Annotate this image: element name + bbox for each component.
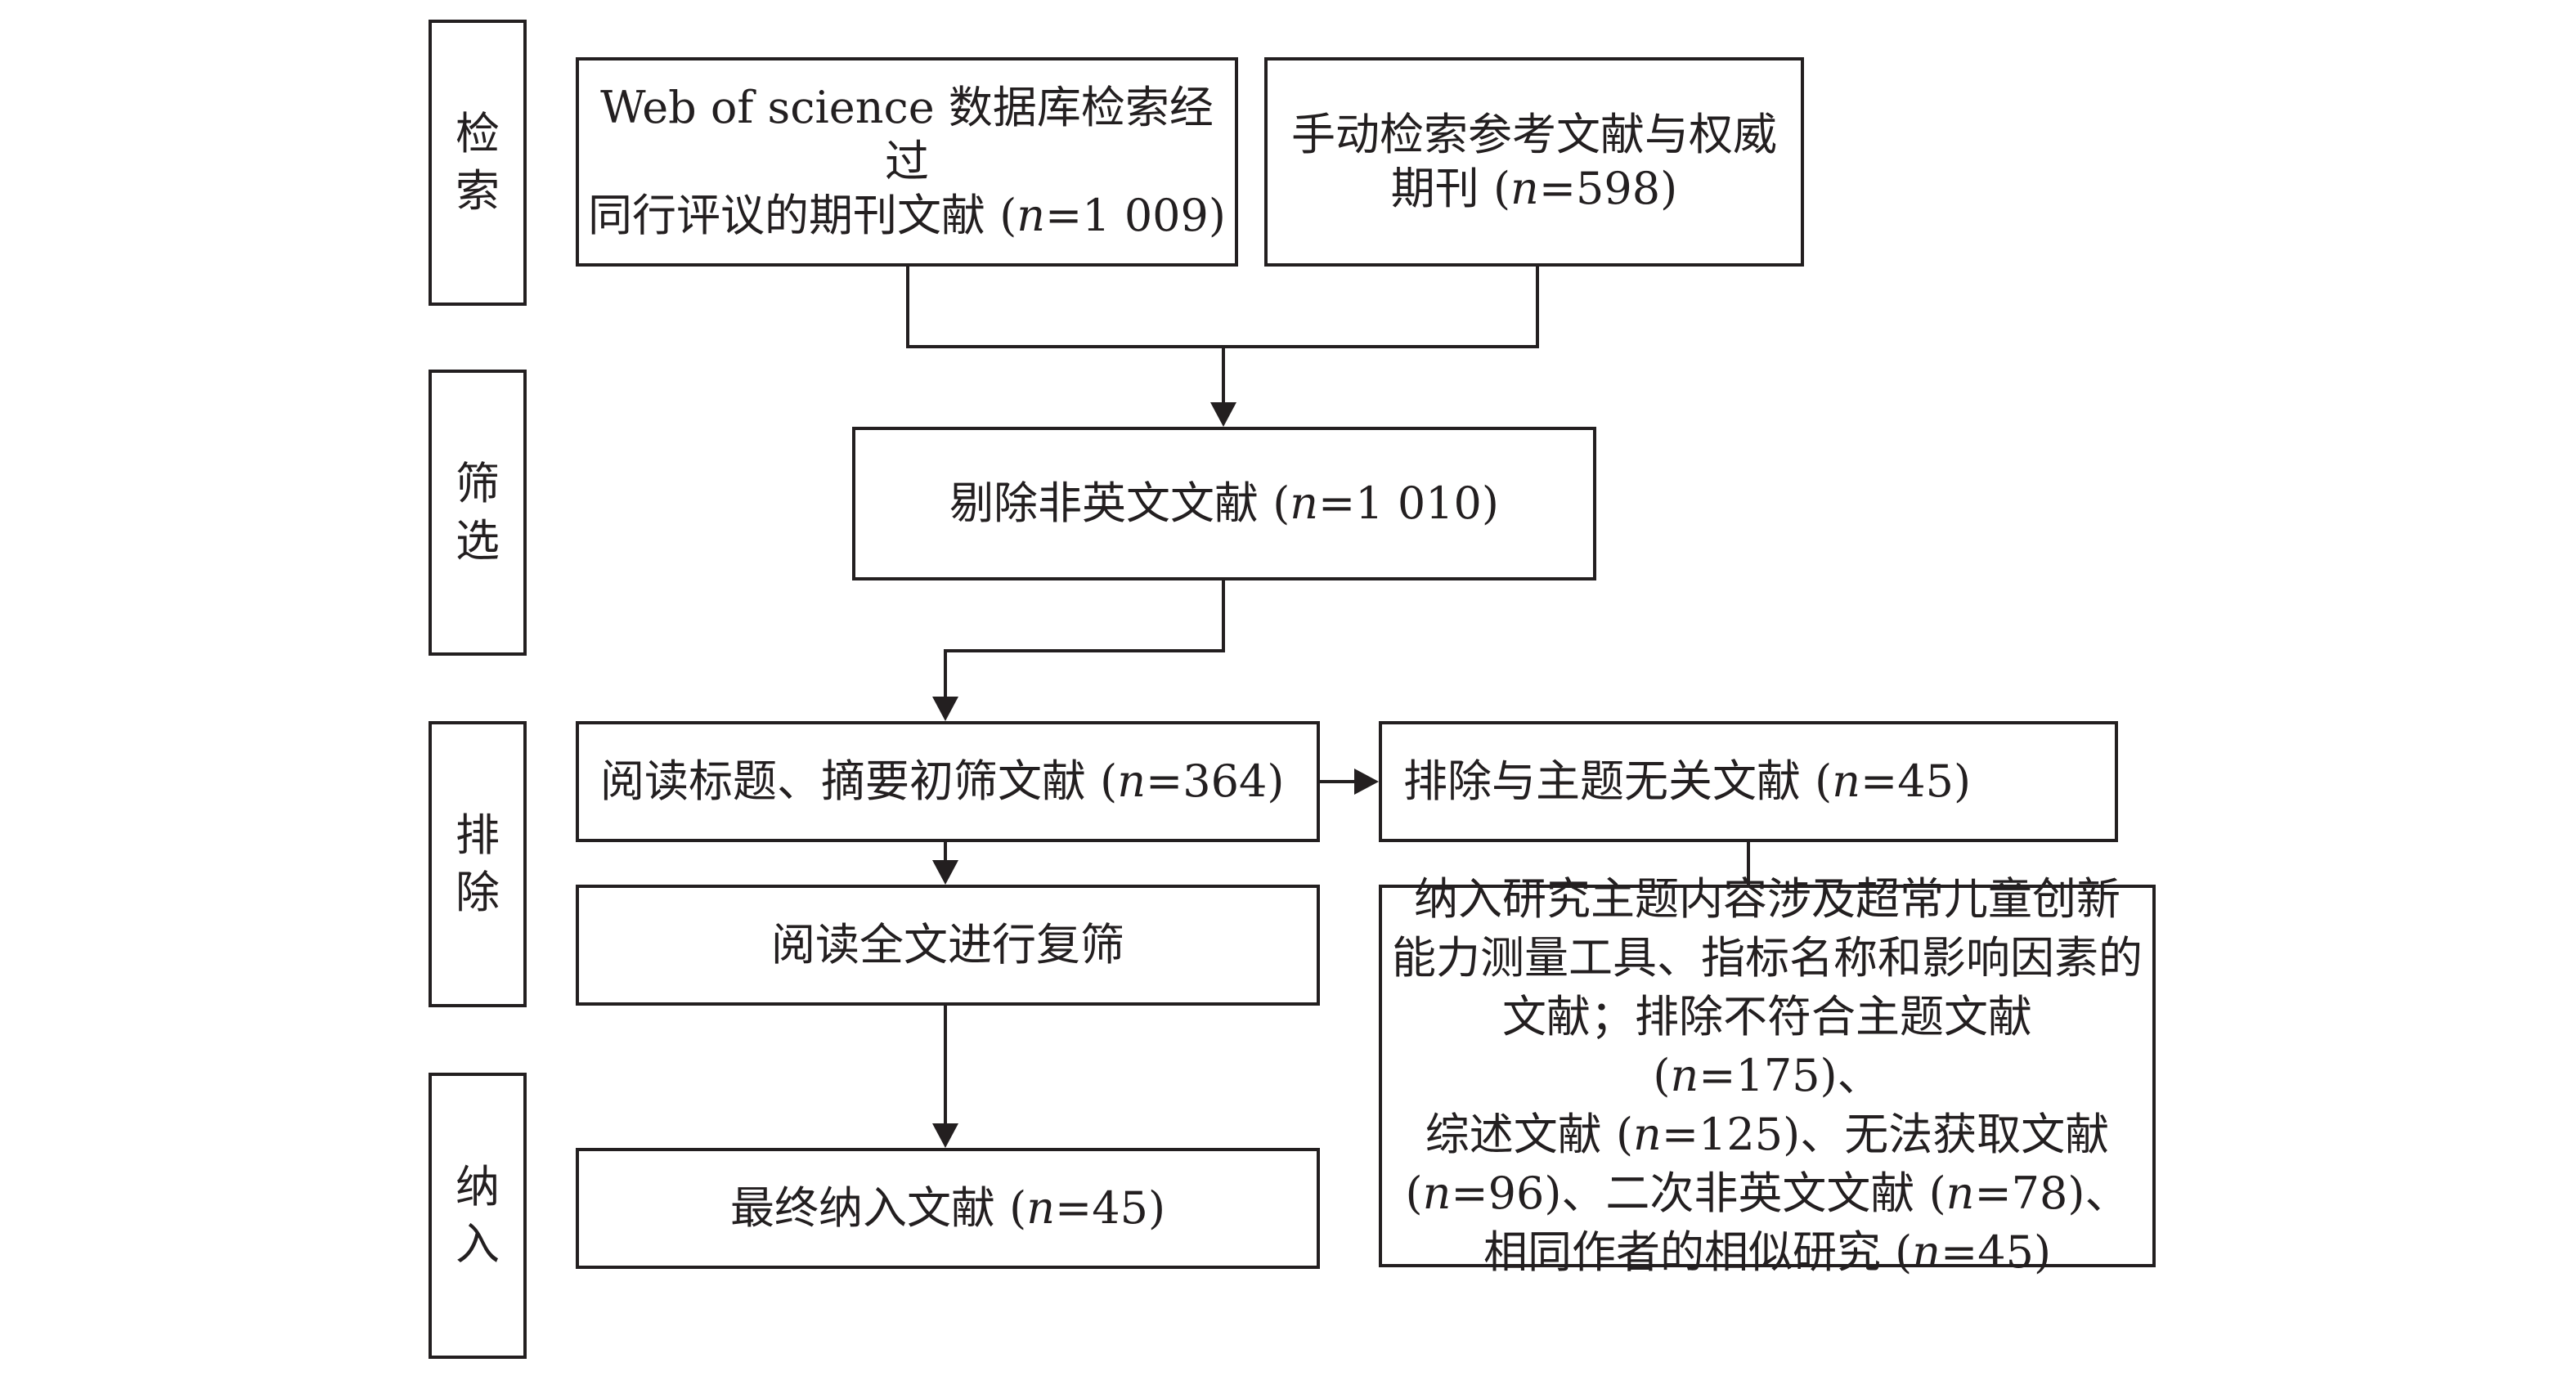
arrowhead-irrelevant bbox=[1354, 769, 1379, 795]
wos-line-1: Web of science 数据库检索经过 bbox=[600, 82, 1214, 187]
non-english-prefix: 剔除非英文文献 ( bbox=[949, 477, 1290, 529]
box-title-abstract-screen: 阅读标题、摘要初筛文献 (n=364) bbox=[576, 721, 1320, 842]
stage-screen-char-2: 选 bbox=[456, 515, 500, 567]
non-english-count: =1 010) bbox=[1318, 477, 1499, 529]
final-n-variable: n bbox=[1026, 1182, 1055, 1234]
stage-screen: 筛 选 bbox=[429, 370, 527, 656]
stage-exclude-char-1: 排 bbox=[456, 809, 500, 861]
criteria-line-5-count: =96)、二次非英文文献 ( bbox=[1451, 1168, 1946, 1219]
box-remove-non-english: 剔除非英文文献 (n=1 010) bbox=[852, 427, 1596, 580]
criteria-line-4-prefix: 综述文献 ( bbox=[1425, 1109, 1634, 1160]
stage-include-char-1: 纳 bbox=[456, 1161, 500, 1212]
arrowhead-fulltext bbox=[932, 860, 958, 885]
criteria-n-variable-3: n bbox=[1422, 1168, 1452, 1219]
title-abstract-count: =364) bbox=[1146, 755, 1285, 807]
fulltext-text: 阅读全文进行复筛 bbox=[771, 919, 1124, 970]
box-exclude-irrelevant: 排除与主题无关文献 (n=45) bbox=[1379, 721, 2118, 842]
box-wos-search: Web of science 数据库检索经过 同行评议的期刊文献 (n=1 00… bbox=[576, 57, 1238, 267]
final-prefix: 最终纳入文献 ( bbox=[729, 1182, 1027, 1234]
stage-exclude: 排 除 bbox=[429, 721, 527, 1007]
irrelevant-count: =45) bbox=[1860, 755, 1972, 807]
box-fulltext-screen: 阅读全文进行复筛 bbox=[576, 885, 1320, 1006]
criteria-line-3-prefix: 文献；排除不符合主题文献 ( bbox=[1502, 991, 2032, 1101]
box-inclusion-criteria: 纳入研究主题内容涉及超常儿童创新 能力测量工具、指标名称和影响因素的 文献；排除… bbox=[1379, 873, 2156, 1278]
stage-include-char-2: 入 bbox=[456, 1218, 500, 1270]
criteria-line-6-count: =45) bbox=[1940, 1226, 2052, 1278]
stage-search: 检 索 bbox=[429, 20, 527, 306]
criteria-line-5-count-2: =78)、 bbox=[1974, 1168, 2129, 1219]
irrelevant-prefix: 排除与主题无关文献 ( bbox=[1403, 755, 1833, 807]
manual-line-2-prefix: 期刊 ( bbox=[1390, 163, 1511, 214]
arrowhead-merge bbox=[1210, 402, 1236, 427]
stage-search-char-2: 索 bbox=[456, 165, 500, 217]
criteria-line-5-prefix: ( bbox=[1405, 1168, 1423, 1219]
final-count: =45) bbox=[1054, 1182, 1166, 1234]
manual-line-1: 手动检索参考文献与权威 bbox=[1291, 109, 1777, 160]
connector-wos-merge bbox=[906, 267, 1539, 348]
criteria-n-variable-5: n bbox=[1912, 1226, 1941, 1278]
irrelevant-n-variable: n bbox=[1832, 755, 1861, 807]
stage-screen-char-1: 筛 bbox=[456, 458, 500, 509]
criteria-n-variable-4: n bbox=[1945, 1168, 1975, 1219]
title-abstract-n-variable: n bbox=[1117, 755, 1147, 807]
arrowhead-final bbox=[932, 1123, 958, 1148]
manual-line-2-count: =598) bbox=[1538, 163, 1678, 214]
stage-search-char-1: 检 bbox=[456, 108, 500, 159]
box-final-included: 最终纳入文献 (n=45) bbox=[576, 1148, 1320, 1269]
connector-nonenglish-to-screen bbox=[944, 580, 1225, 700]
non-english-n-variable: n bbox=[1290, 477, 1319, 529]
criteria-n-variable-2: n bbox=[1633, 1109, 1662, 1160]
criteria-line-1: 纳入研究主题内容涉及超常儿童创新 bbox=[1414, 873, 2120, 925]
wos-n-variable: n bbox=[1016, 190, 1046, 241]
stage-exclude-char-2: 除 bbox=[456, 867, 500, 918]
criteria-line-3-count: =175)、 bbox=[1699, 1050, 1882, 1101]
criteria-line-2: 能力测量工具、指标名称和影响因素的 bbox=[1392, 932, 2143, 984]
criteria-n-variable-1: n bbox=[1670, 1050, 1699, 1101]
manual-n-variable: n bbox=[1510, 163, 1539, 214]
title-abstract-prefix: 阅读标题、摘要初筛文献 ( bbox=[600, 755, 1118, 807]
stage-include: 纳 入 bbox=[429, 1073, 527, 1359]
criteria-line-4-count: =125)、无法获取文献 bbox=[1661, 1109, 2110, 1160]
box-manual-search: 手动检索参考文献与权威 期刊 (n=598) bbox=[1264, 57, 1804, 267]
wos-line-2-count: =1 009) bbox=[1045, 190, 1226, 241]
wos-line-2-prefix: 同行评议的期刊文献 ( bbox=[588, 190, 1017, 241]
arrowhead-screen bbox=[932, 697, 958, 721]
criteria-line-6-prefix: 相同作者的相似研究 ( bbox=[1483, 1226, 1913, 1278]
